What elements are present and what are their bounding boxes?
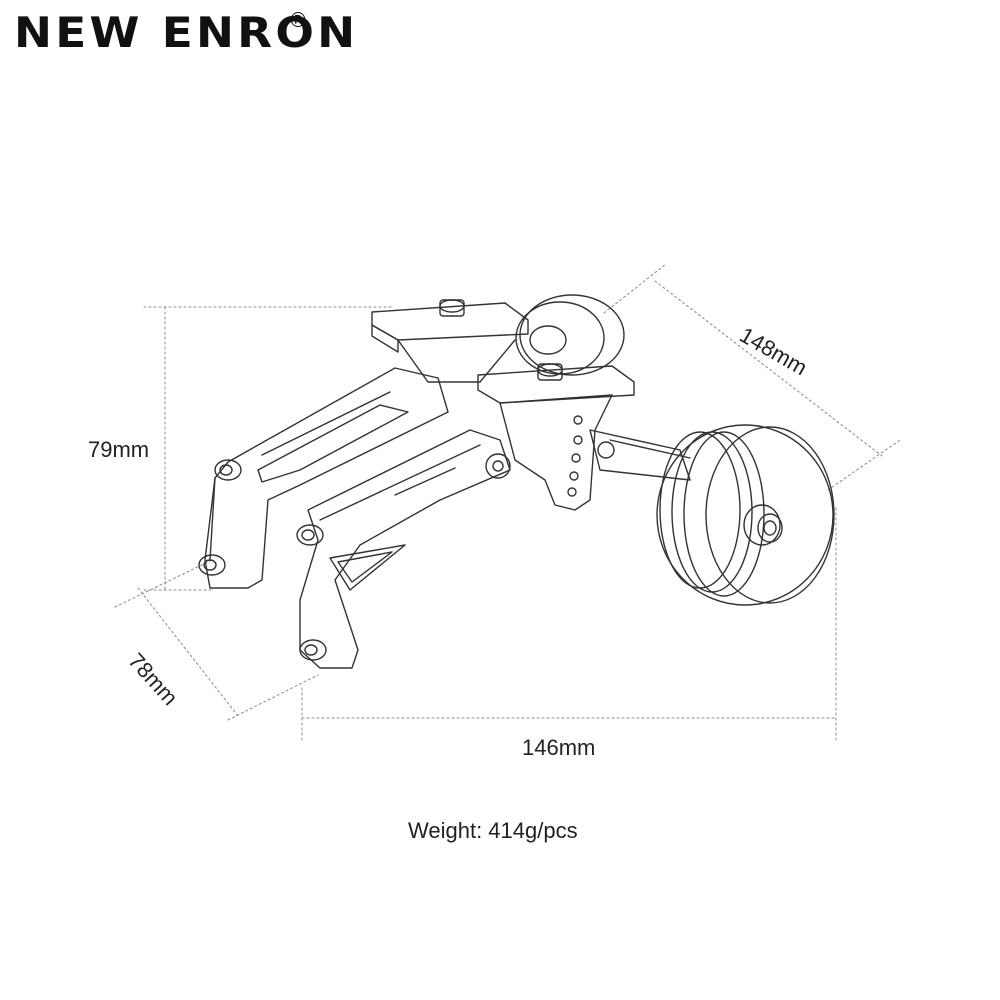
dimension-width-label: 146mm xyxy=(522,735,596,760)
front-arm-mount-bottom xyxy=(299,639,327,661)
front-wheel xyxy=(656,424,835,606)
left-arm-mount-top xyxy=(214,459,242,481)
dimension-height-label: 79mm xyxy=(88,437,150,462)
dimension-lines xyxy=(114,263,901,743)
back-wheel xyxy=(515,294,625,376)
top-plate xyxy=(371,299,529,383)
weight-label: Weight: 414g/pcs xyxy=(408,818,578,843)
registered-mark: ® xyxy=(288,8,308,32)
adjustment-bracket xyxy=(485,394,615,511)
front-arm xyxy=(299,429,511,669)
brand-logo: NEW ENRON xyxy=(14,8,359,57)
left-arm xyxy=(204,367,449,589)
axle-tube xyxy=(589,429,691,481)
wheel-axle-nut xyxy=(743,504,783,546)
front-arm-mount-top xyxy=(296,524,324,546)
left-arm-mount-bottom xyxy=(198,554,226,576)
